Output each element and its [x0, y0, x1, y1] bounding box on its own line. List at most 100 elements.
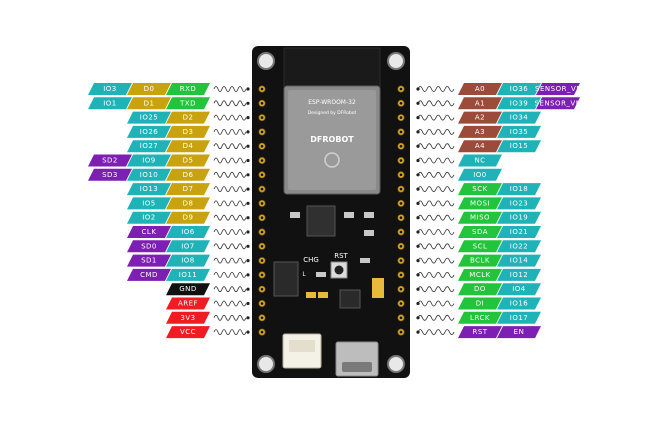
pin-wire — [417, 171, 455, 178]
pin-wire — [417, 272, 455, 278]
pin-pad-hole — [399, 245, 403, 248]
wire-end-dot — [416, 130, 420, 134]
pin-wire — [213, 229, 247, 235]
pin-pad-hole — [260, 273, 264, 277]
pin-label-text: IO36 — [510, 85, 529, 93]
pin-label: D3 — [166, 125, 210, 138]
pin-label: IO7 — [166, 240, 210, 253]
pin-pad-hole — [260, 230, 264, 234]
pin-pad-hole — [399, 187, 403, 191]
pin-pad-hole — [260, 287, 264, 291]
pin-label-tag — [127, 240, 171, 253]
wire-end-dot — [416, 144, 420, 148]
pin-label-tag — [166, 226, 210, 238]
wire-end-dot — [246, 330, 250, 334]
pin-label: IO21 — [497, 226, 541, 238]
pin-label-text: MOSI — [470, 199, 490, 207]
wire-end-dot — [246, 173, 250, 177]
wire-end-dot — [246, 101, 250, 105]
pin-pad-hole — [399, 273, 403, 277]
pin-wire — [417, 243, 455, 250]
pin-wire — [417, 314, 455, 321]
pin-label-text: D2 — [183, 114, 194, 122]
pin-pad-hole — [260, 87, 264, 91]
pin-pad-hole — [260, 245, 264, 248]
module-line2: Designed by DFRobot — [308, 110, 357, 116]
pin-label: MISO — [458, 211, 502, 224]
pin-label-text: SD1 — [141, 257, 157, 265]
pin-wire — [417, 157, 455, 164]
pin-label: DO — [458, 283, 502, 296]
pin-label-text: RXD — [180, 85, 197, 93]
rst-button-cap[interactable] — [334, 265, 344, 275]
pin-label-text: IO39 — [510, 99, 528, 107]
pin-label: CMD — [127, 268, 171, 281]
pin-wire — [417, 329, 455, 335]
pin-pad-hole — [260, 216, 264, 219]
pin-pad-hole — [399, 316, 403, 320]
pin-pad-hole — [399, 173, 403, 177]
pin-label: A4 — [458, 140, 502, 153]
pin-label-tag — [166, 97, 210, 110]
wire-end-dot — [246, 316, 250, 320]
component-5 — [306, 292, 316, 298]
pin-label-text: D8 — [183, 199, 194, 207]
pin-pad-hole — [399, 330, 403, 334]
esp-module-shield — [288, 90, 376, 190]
wire-end-dot — [416, 330, 420, 334]
wire-end-dot — [416, 187, 420, 191]
pin-wire — [213, 329, 247, 335]
pin-label-tag — [127, 83, 171, 95]
pin-wire — [213, 114, 247, 121]
pin-label-tag — [458, 168, 502, 181]
pin-label-tag — [127, 125, 171, 138]
wire-end-dot — [416, 244, 420, 248]
pin-label: D5 — [166, 154, 210, 167]
pin-label-text: SDA — [472, 228, 488, 236]
chip-small — [273, 261, 299, 297]
wire-end-dot — [416, 173, 420, 177]
pin-label-text: 3V3 — [180, 314, 195, 322]
pin-label-tag — [458, 268, 502, 281]
pin-label-text: IO4 — [512, 285, 526, 293]
pin-label-tag — [166, 254, 210, 267]
pin-label-text: IO18 — [510, 185, 528, 193]
pin-label-text: AREF — [178, 300, 198, 308]
pin-label: BCLK — [458, 254, 502, 267]
pin-label-tag — [166, 268, 210, 281]
pin-label-text: MCLK — [469, 271, 490, 279]
pin-label-tag — [88, 154, 132, 167]
wire-end-dot — [246, 201, 250, 205]
wire-end-dot — [416, 101, 420, 105]
pin-label-text: IO12 — [510, 271, 528, 279]
pin-label-text: SD3 — [102, 171, 118, 179]
pin-pad-hole — [399, 302, 403, 305]
pin-label-tag — [127, 140, 171, 153]
pin-pad-hole — [399, 230, 403, 234]
pin-label: IO36 — [497, 83, 541, 95]
wire-end-dot — [246, 230, 250, 234]
pin-wire — [417, 257, 455, 264]
micro-usb-port — [342, 362, 372, 372]
pin-wire — [213, 200, 247, 207]
pin-label: SD2 — [88, 154, 132, 167]
pin-label-tag — [166, 326, 210, 339]
pin-label: IO2 — [127, 211, 171, 224]
pin-label-text: MISO — [470, 214, 490, 222]
pin-wire — [417, 300, 455, 307]
wire-end-dot — [246, 244, 250, 248]
pin-label-text: D1 — [144, 99, 155, 107]
pin-label-text: IO27 — [140, 142, 158, 150]
pin-label-tag — [497, 311, 541, 324]
pin-label: IO4 — [497, 283, 541, 296]
pin-label: IO13 — [127, 183, 171, 196]
pin-label: D2 — [166, 111, 210, 124]
wire-end-dot — [416, 87, 420, 91]
pin-label-tag — [458, 125, 502, 138]
pin-label-tag — [127, 111, 171, 124]
pin-label-tag — [458, 197, 502, 210]
pin-label-tag — [127, 254, 171, 267]
pin-label-text: VCC — [180, 328, 196, 336]
component-9 — [360, 258, 370, 263]
pin-label: SD3 — [88, 168, 132, 181]
